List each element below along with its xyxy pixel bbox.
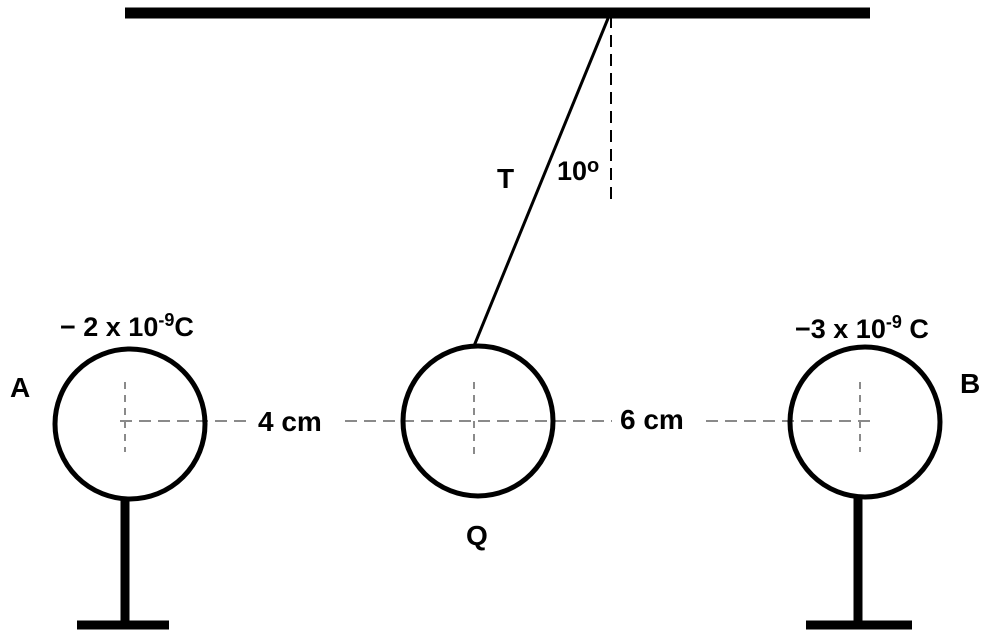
charge-a-mantissa: − 2 x 10 xyxy=(60,312,158,342)
sphere-q-label: Q xyxy=(466,520,488,551)
angle-label: 10o xyxy=(557,155,599,186)
charge-a-exponent: -9 xyxy=(158,310,174,330)
angle-value: 10 xyxy=(557,156,587,186)
charge-a-unit: C xyxy=(174,312,194,342)
charge-b-exponent: -9 xyxy=(886,312,902,332)
charge-a-label: − 2 x 10-9C xyxy=(60,310,194,342)
distance-qb-label: 6 cm xyxy=(620,404,684,435)
tension-label: T xyxy=(497,163,514,194)
sphere-b-label: B xyxy=(960,368,980,399)
charge-b-mantissa: −3 x 10 xyxy=(795,314,886,344)
suspension-string xyxy=(472,15,611,347)
sphere-q xyxy=(400,343,556,499)
stand-b xyxy=(806,497,912,630)
sphere-b xyxy=(787,344,943,500)
charge-b-label: −3 x 10-9 C xyxy=(795,312,929,344)
stand-a xyxy=(77,499,169,630)
distance-aq-label: 4 cm xyxy=(258,406,322,437)
sphere-a xyxy=(52,346,208,502)
angle-unit: o xyxy=(587,155,599,177)
sphere-a-label: A xyxy=(10,372,30,403)
charge-b-unit: C xyxy=(902,314,929,344)
